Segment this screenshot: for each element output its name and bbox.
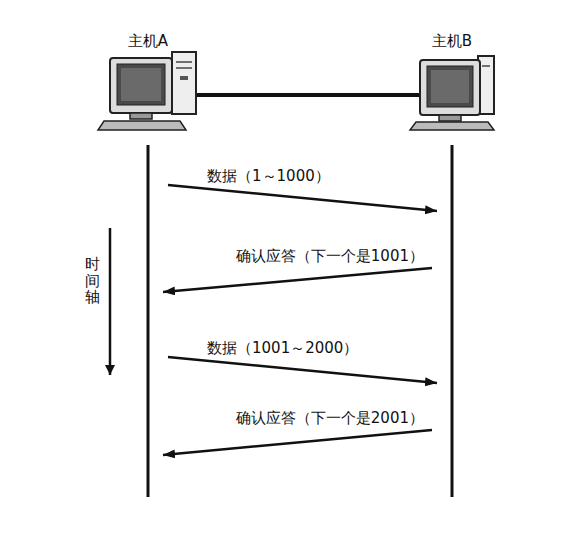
message-label: 数据（1001～2000）	[205, 339, 360, 357]
time-axis-arrow	[109, 228, 112, 375]
message-label: 确认应答（下一个是2001）	[234, 409, 426, 427]
message-label: 确认应答（下一个是1001）	[234, 247, 426, 265]
message-label: 数据（1～1000）	[205, 167, 332, 185]
host-node: 主机A	[94, 30, 202, 130]
network-cable	[194, 93, 422, 97]
computer-icon	[410, 56, 494, 130]
host-label: 主机A	[94, 32, 202, 50]
message-arrow	[163, 268, 432, 292]
host-label: 主机B	[406, 32, 498, 50]
message-arrow	[163, 430, 432, 455]
host-node: 主机B	[406, 30, 498, 130]
computer-icon	[98, 52, 196, 130]
axis-label: 时间轴	[85, 256, 100, 306]
lifeline	[451, 145, 454, 497]
message-arrow	[168, 185, 437, 211]
message-arrow	[168, 357, 437, 383]
lifeline	[147, 145, 150, 497]
